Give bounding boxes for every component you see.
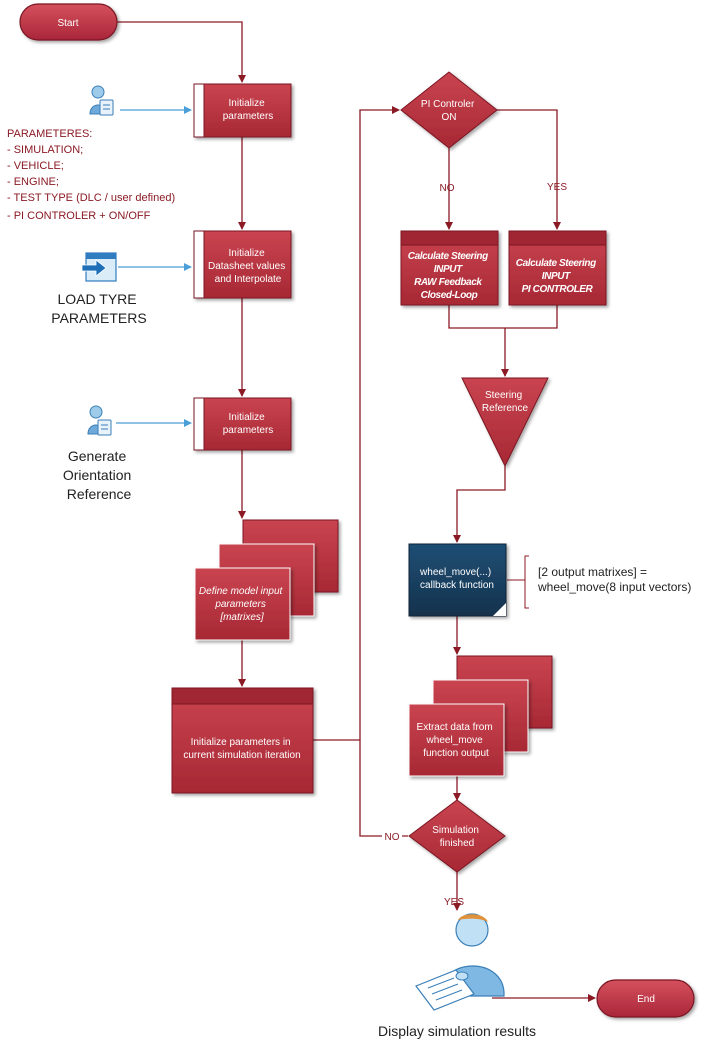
calc-raw-feedback-text: Calculate Steering INPUT RAW Feedback Cl… xyxy=(408,251,490,301)
pi-controller-decision: PI Controler ON xyxy=(400,71,498,149)
user-document-icon xyxy=(415,913,505,1011)
load-arrow-icon xyxy=(81,252,117,282)
pi-controller-text: PI Controler ON xyxy=(421,99,477,123)
simulation-finished-text: Simulation finished xyxy=(432,825,481,849)
annotation-bracket xyxy=(524,555,529,609)
wheel-move-text: wheel_move(...) callback function xyxy=(419,567,494,591)
connector-current-to-pi xyxy=(313,106,400,741)
user-clipboard-icon xyxy=(87,405,112,436)
connector-pi-yes xyxy=(497,109,561,230)
init-parameters-box: Initialize parameters xyxy=(193,83,292,138)
wheel-move-callback-box: wheel_move(...) callback function xyxy=(408,543,507,617)
connector-pi-to-ref xyxy=(505,305,558,329)
end-label: End xyxy=(637,994,655,1005)
init-parameters-text: Initialize parameters xyxy=(223,98,274,122)
wheel-move-note: [2 output matrixes] = wheel_move(8 input… xyxy=(537,565,691,594)
start-label: Start xyxy=(57,18,78,29)
end-node: End xyxy=(596,979,695,1018)
steering-reference-text: Steering Reference xyxy=(482,390,529,414)
load-tyre-label: LOAD TYRE PARAMETERS xyxy=(51,291,146,326)
define-model-text: Define model input parameters [matrixes] xyxy=(199,586,285,623)
simulation-finished-decision: Simulation finished xyxy=(408,799,506,873)
init-datasheet-box: Initialize Datasheet values and Interpol… xyxy=(193,230,292,299)
calc-pi-controller-text: Calculate Steering INPUT PI CONTROLER xyxy=(516,258,598,295)
init-datasheet-text: Initialize Datasheet values and Interpol… xyxy=(208,248,288,285)
calc-raw-feedback-box: Calculate Steering INPUT RAW Feedback Cl… xyxy=(400,230,499,306)
pi-yes-label: YES xyxy=(547,182,567,193)
extract-data-stack: Extract data from wheel_move function ou… xyxy=(408,655,553,777)
init-parameters-2-text: Initialize parameters xyxy=(223,412,274,436)
extract-data-text: Extract data from wheel_move function ou… xyxy=(417,722,496,759)
display-results-label: Display simulation results xyxy=(378,1023,536,1039)
define-model-stack: Define model input parameters [matrixes] xyxy=(194,519,339,641)
init-parameters-2-box: Initialize parameters xyxy=(193,397,292,451)
connector-sim-no-loop xyxy=(359,740,408,837)
parameters-list: PARAMETERES: - SIMULATION; - VEHICLE; - … xyxy=(7,128,178,222)
start-node: Start xyxy=(19,3,118,41)
connector-start-to-init xyxy=(117,21,246,83)
sim-no-label: NO xyxy=(385,832,400,843)
connectors xyxy=(116,21,596,1002)
connector-raw-to-ref xyxy=(448,305,505,329)
init-current-iteration-box: Initialize parameters in current simulat… xyxy=(171,687,314,794)
calc-pi-controller-box: Calculate Steering INPUT PI CONTROLER xyxy=(508,230,607,306)
generate-reference-label: Generate Orientation Reference xyxy=(63,448,135,502)
sim-yes-label: YES xyxy=(444,897,464,908)
pi-no-label: NO xyxy=(440,183,455,194)
user-clipboard-icon xyxy=(89,85,114,116)
steering-reference-triangle: Steering Reference xyxy=(461,377,549,468)
connector-ref-to-wheel xyxy=(453,466,506,543)
init-current-iteration-text: Initialize parameters in current simulat… xyxy=(183,737,300,761)
